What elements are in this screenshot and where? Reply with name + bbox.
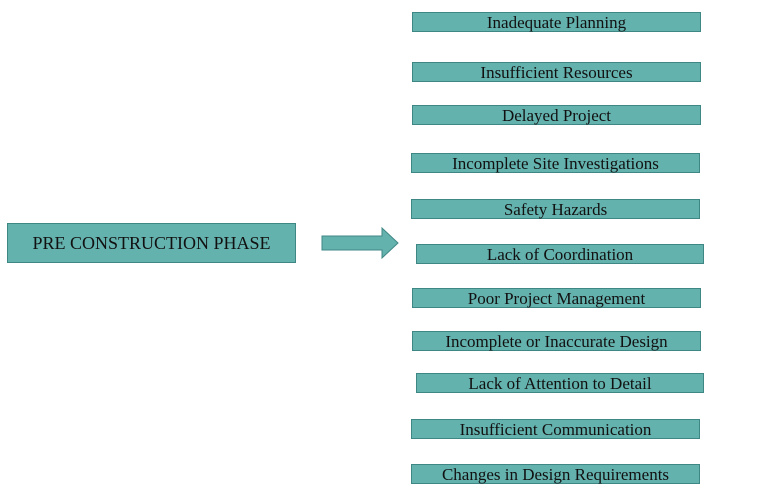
cause-box-poor-project-management: Poor Project Management <box>412 288 701 308</box>
cause-label: Poor Project Management <box>467 288 646 308</box>
cause-label: Insufficient Communication <box>459 419 652 439</box>
cause-label: Safety Hazards <box>503 199 608 219</box>
cause-box-insufficient-communication: Insufficient Communication <box>411 419 700 439</box>
cause-label: Incomplete Site Investigations <box>452 153 659 173</box>
pre-construction-phase-box: PRE CONSTRUCTION PHASE <box>7 223 296 263</box>
cause-box-changes-in-design-requirements: Changes in Design Requirements <box>411 464 700 484</box>
cause-label: Changes in Design Requirements <box>441 464 670 484</box>
cause-label: Incomplete or Inaccurate Design <box>445 331 668 351</box>
cause-box-incomplete-or-inaccurate-design: Incomplete or Inaccurate Design <box>412 331 701 351</box>
cause-label: Lack of Attention to Detail <box>468 373 652 393</box>
cause-box-lack-of-attention-to-detail: Lack of Attention to Detail <box>416 373 704 393</box>
cause-box-insufficient-resources: Insufficient Resources <box>412 62 701 82</box>
cause-box-inadequate-planning: Inadequate Planning <box>412 12 701 32</box>
pre-construction-phase-label: PRE CONSTRUCTION PHASE <box>32 232 271 253</box>
cause-label: Delayed Project <box>501 105 612 125</box>
cause-box-incomplete-site-investigations: Incomplete Site Investigations <box>411 153 700 173</box>
cause-box-lack-of-coordination: Lack of Coordination <box>416 244 704 264</box>
cause-box-delayed-project: Delayed Project <box>412 105 701 125</box>
right-arrow-icon <box>321 226 399 260</box>
cause-label: Insufficient Resources <box>480 62 633 82</box>
cause-label: Inadequate Planning <box>486 12 627 32</box>
cause-box-safety-hazards: Safety Hazards <box>411 199 700 219</box>
cause-label: Lack of Coordination <box>486 244 634 264</box>
